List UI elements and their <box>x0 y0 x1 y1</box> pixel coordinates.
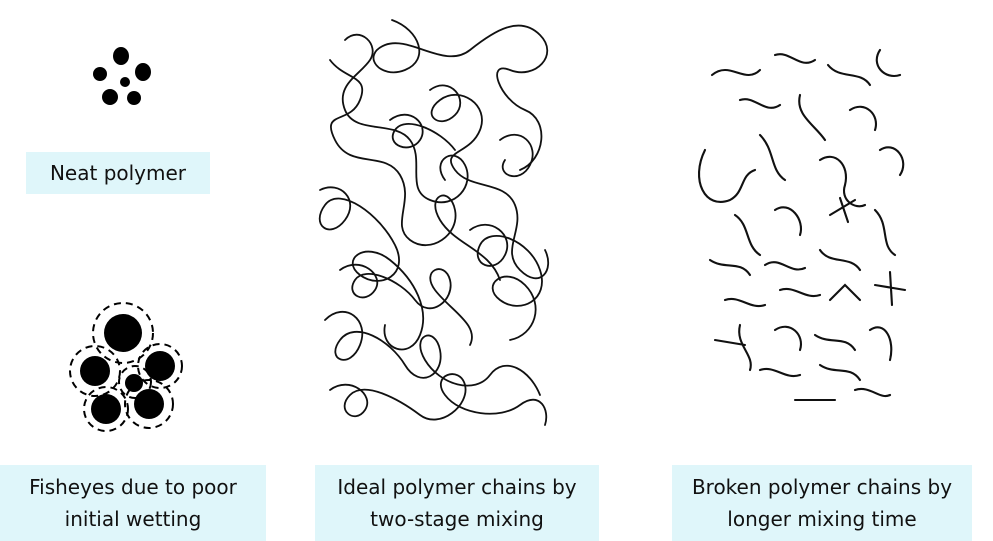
chain-fragment <box>775 54 815 63</box>
chain-fragment <box>740 99 780 108</box>
chain-fragment <box>875 272 905 305</box>
chain-fragment <box>828 65 870 85</box>
chain-fragment <box>735 215 760 255</box>
broken-chains-label: Broken polymer chains by longer mixing t… <box>672 465 972 541</box>
chain-fragment <box>760 369 800 376</box>
chain-fragment <box>712 70 760 75</box>
chain-fragment <box>815 335 855 350</box>
ideal-chains-text-line1: Ideal polymer chains by <box>321 471 593 503</box>
chain-fragment <box>830 285 860 300</box>
polymer-chain <box>470 225 542 340</box>
chain-fragment <box>877 50 900 76</box>
broken-polymer-chains <box>699 50 905 400</box>
fisheyes-cluster <box>70 303 182 431</box>
chain-fragment <box>780 289 820 296</box>
polymer-chain <box>320 187 423 349</box>
fisheye-core <box>104 314 142 352</box>
particle <box>102 89 118 105</box>
ideal-chains-label: Ideal polymer chains by two-stage mixing <box>315 465 599 541</box>
chain-fragment <box>765 262 805 269</box>
chain-fragment <box>850 107 876 130</box>
fisheyes-label: Fisheyes due to poor initial wetting <box>0 465 266 541</box>
chain-fragment <box>855 389 890 396</box>
chain-fragment <box>820 365 860 380</box>
chain-fragment <box>820 250 860 270</box>
polymer-chain <box>330 60 500 280</box>
polymer-chain <box>330 374 546 425</box>
fisheye-core <box>80 356 110 386</box>
particle <box>135 63 151 81</box>
polymer-chain <box>325 312 540 395</box>
fisheye-core <box>134 389 164 419</box>
fisheye-core <box>91 394 121 424</box>
ideal-chains-text-line2: two-stage mixing <box>321 503 593 535</box>
fisheyes-text-line1: Fisheyes due to poor <box>6 471 260 503</box>
broken-chains-text-line2: longer mixing time <box>678 503 966 535</box>
particle <box>93 67 107 81</box>
polymer-chain <box>390 115 533 177</box>
fisheye-core <box>125 374 143 392</box>
fisheye-core <box>145 351 175 381</box>
chain-fragment <box>875 210 895 255</box>
fisheyes-text-line2: initial wetting <box>6 503 260 535</box>
chain-fragment <box>799 95 825 140</box>
chain-fragment <box>880 147 903 175</box>
broken-chains-text-line1: Broken polymer chains by <box>678 471 966 503</box>
particle <box>127 91 141 105</box>
particle <box>120 77 130 87</box>
chain-fragment <box>820 157 865 206</box>
particle <box>113 47 129 65</box>
ideal-polymer-chains <box>320 20 548 425</box>
chain-fragment <box>710 260 750 275</box>
neat-polymer-particles <box>93 47 151 105</box>
chain-fragment <box>739 325 751 370</box>
chain-fragment <box>870 327 891 360</box>
chain-fragment <box>699 150 755 202</box>
chain-fragment <box>775 207 801 235</box>
chain-fragment <box>830 198 855 222</box>
chain-fragment <box>760 135 785 180</box>
chain-fragment <box>725 299 765 306</box>
neat-polymer-text: Neat polymer <box>32 157 204 189</box>
chain-fragment <box>775 327 801 350</box>
polymer-chain <box>430 85 548 278</box>
neat-polymer-label: Neat polymer <box>26 152 210 194</box>
